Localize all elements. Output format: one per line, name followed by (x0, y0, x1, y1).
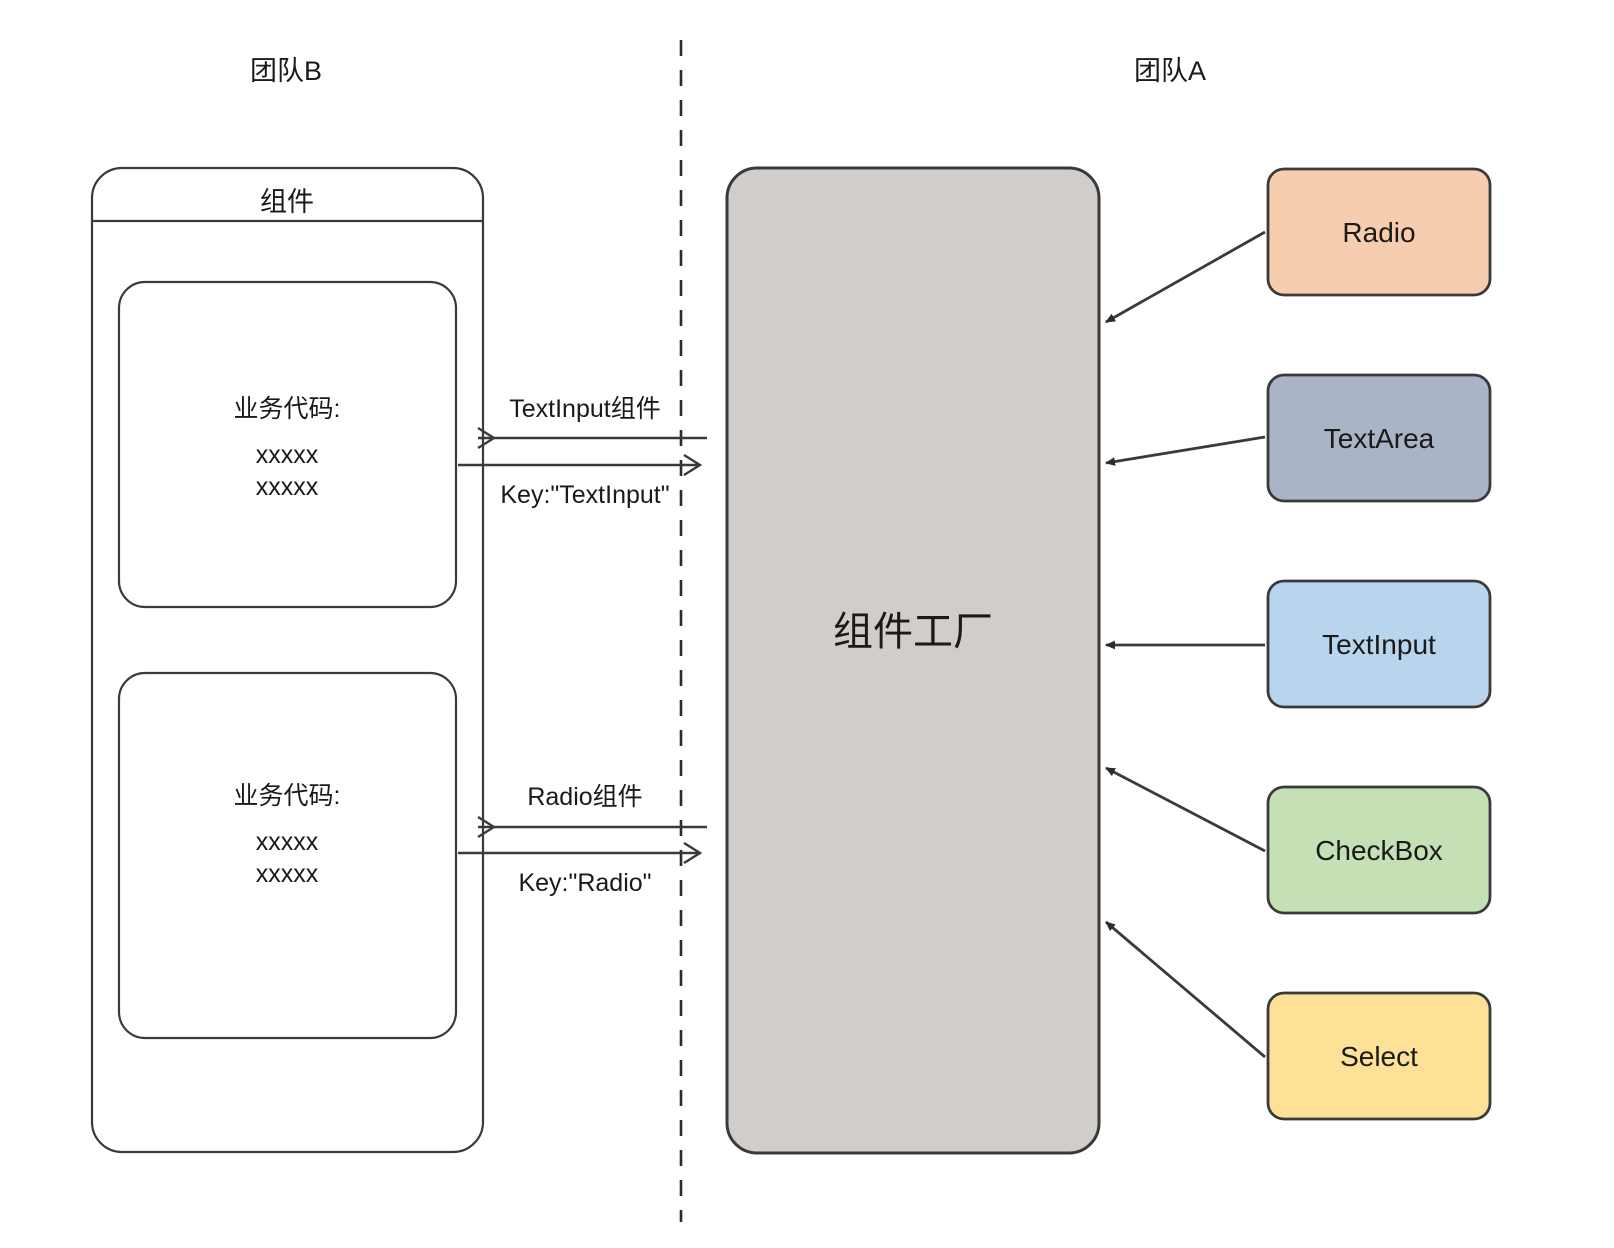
message-label-top-1: TextInput组件 (509, 395, 660, 423)
component-box-select[interactable] (1266, 991, 1492, 1121)
component-item-checkbox[interactable]: CheckBox (1266, 785, 1492, 915)
message-label-bottom-1: Key:"TextInput" (500, 481, 669, 509)
component-factory-box (725, 166, 1101, 1155)
component-item-radio[interactable]: Radio (1266, 167, 1492, 297)
message-label-bottom-2: Key:"Radio" (518, 869, 651, 897)
component-item-textinput[interactable]: TextInput (1266, 579, 1492, 709)
component-box-checkbox[interactable] (1266, 785, 1492, 915)
business-code-label-1: 业务代码: (234, 395, 341, 423)
business-code-label-2: 业务代码: (234, 782, 341, 810)
connector-checkbox (1105, 766, 1266, 853)
component-item-select[interactable]: Select (1266, 991, 1492, 1121)
business-code-block-1 (117, 280, 458, 609)
component-panel-title: 组件 (260, 187, 314, 217)
business-code-line2-2: xxxxx (256, 860, 319, 888)
component-label-textarea: TextArea (1324, 423, 1435, 454)
team-label-left: 团队B (250, 56, 322, 86)
business-code-line1-2: xxxxx (256, 828, 319, 856)
component-item-textarea[interactable]: TextArea (1266, 373, 1492, 503)
component-box-textinput[interactable] (1266, 579, 1492, 709)
component-label-textinput: TextInput (1322, 629, 1436, 660)
message-label-top-2: Radio组件 (527, 783, 642, 811)
component-box-radio[interactable] (1266, 167, 1492, 297)
component-box-textarea[interactable] (1266, 373, 1492, 503)
connector-radio (1105, 230, 1266, 324)
component-factory-label: 组件工厂 (833, 610, 993, 654)
component-label-select: Select (1340, 1041, 1418, 1072)
business-code-block-2 (117, 671, 458, 1040)
connector-textarea (1105, 435, 1266, 466)
component-label-checkbox: CheckBox (1315, 835, 1443, 866)
connector-select (1105, 920, 1266, 1059)
business-code-line1-1: xxxxx (256, 441, 319, 469)
component-label-radio: Radio (1342, 217, 1415, 248)
business-code-line2-1: xxxxx (256, 473, 319, 501)
team-label-right: 团队A (1134, 56, 1206, 86)
